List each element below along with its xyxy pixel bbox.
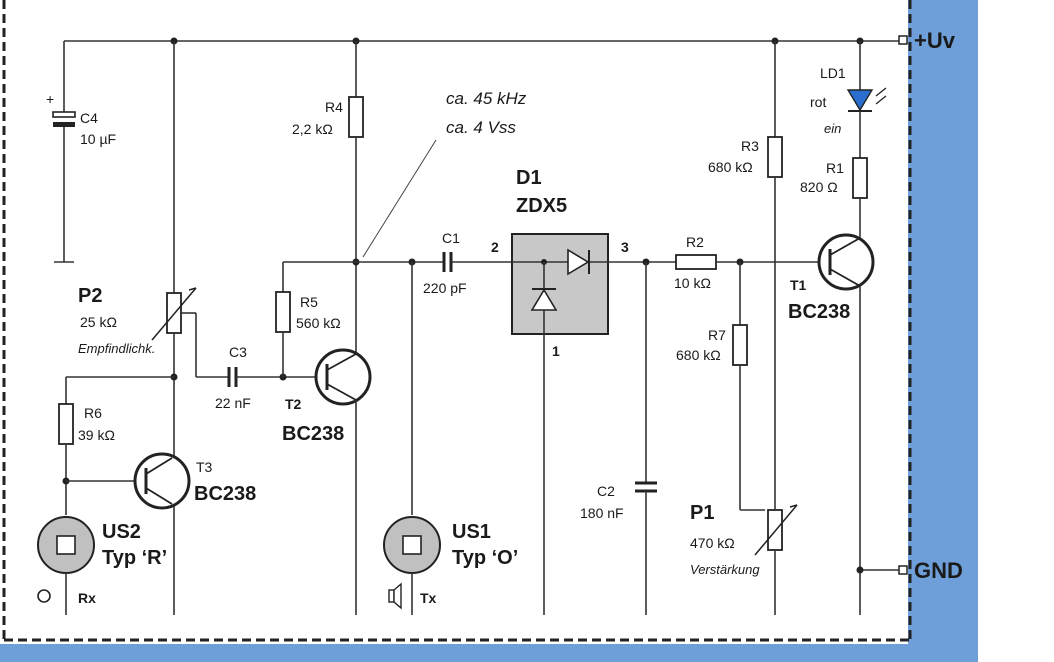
microphone-icon: [37, 589, 51, 603]
ld1-state: ein: [824, 121, 841, 136]
annotation-amplitude: ca. 4 Vss: [446, 118, 516, 137]
p1-name: P1: [690, 502, 714, 524]
r2-value: 10 kΩ: [674, 275, 711, 291]
r7-body: [732, 324, 748, 366]
c4-plate-plus: [52, 111, 76, 118]
r2-name: R2: [686, 234, 704, 250]
r1-name: R1: [826, 160, 844, 176]
t3-type: BC238: [194, 483, 256, 505]
c1-name: C1: [442, 230, 460, 246]
d1-package: [511, 233, 609, 335]
r3-value: 680 kΩ: [708, 159, 753, 175]
c2-name: C2: [597, 483, 615, 499]
d1-pin1: 1: [552, 343, 560, 359]
p2-adjust-arrow: [151, 287, 197, 341]
p1-adjust-arrow: [754, 504, 798, 556]
t2-symbol: [314, 348, 372, 406]
r2-body: [675, 254, 717, 270]
t1-name: T1: [790, 277, 807, 293]
r1-value: 820 Ω: [800, 179, 838, 195]
t2-name: T2: [285, 396, 302, 412]
d1-pin2: 2: [491, 239, 499, 255]
r7-name: R7: [708, 327, 726, 343]
us1-crystal: [402, 535, 422, 555]
ld1-ray-1: [875, 87, 887, 97]
ld1-ray-2: [875, 95, 887, 105]
p1-value: 470 kΩ: [690, 535, 735, 551]
c3-name: C3: [229, 344, 247, 360]
d1-diode-series: [567, 248, 590, 276]
d1-pin3: 3: [621, 239, 629, 255]
r3-name: R3: [741, 138, 759, 154]
r6-body: [58, 403, 74, 445]
annotation-pointer: [362, 139, 437, 258]
r5-body: [275, 291, 291, 333]
c4-value: 10 µF: [80, 131, 116, 147]
gnd-terminal: [898, 565, 908, 575]
p1-body: [767, 509, 783, 551]
vcc-terminal: [898, 35, 908, 45]
speaker-icon: [388, 589, 395, 603]
d1-type: ZDX5: [516, 195, 567, 217]
c4-plate-minus: [53, 122, 75, 127]
r3-body: [767, 136, 783, 178]
p1-note: Verstärkung: [690, 562, 760, 577]
t2-type: BC238: [282, 423, 344, 445]
gnd-label: GND: [914, 558, 963, 583]
r5-name: R5: [300, 294, 318, 310]
p2-note: Empfindlichk.: [78, 341, 155, 356]
d1-diode-shunt: [530, 288, 558, 311]
us1-name: US1: [452, 521, 491, 543]
r5-value: 560 kΩ: [296, 315, 341, 331]
r6-value: 39 kΩ: [78, 427, 115, 443]
speaker-cone: [393, 582, 402, 610]
junction: [856, 566, 864, 574]
border-blue-bottom: [0, 644, 978, 662]
t3-collector: [145, 457, 173, 475]
r7-value: 680 kΩ: [676, 347, 721, 363]
r4-name: R4: [325, 99, 343, 115]
r4-value: 2,2 kΩ: [292, 121, 333, 137]
vcc-label: +Uv: [914, 28, 956, 53]
t1-symbol: [817, 233, 875, 291]
p2-value: 25 kΩ: [80, 314, 117, 330]
c2-value: 180 nF: [580, 505, 624, 521]
ld1-led-icon: [846, 89, 874, 112]
t3-name: T3: [196, 459, 213, 475]
ld1-color: rot: [810, 94, 826, 110]
p1-arrow-head: [789, 504, 798, 508]
us1-pin: Tx: [420, 590, 437, 606]
border-blue-right: [908, 0, 978, 662]
us2-crystal: [56, 535, 76, 555]
t1-emitter: [829, 268, 861, 287]
d1-name: D1: [516, 167, 542, 189]
r4-body: [348, 96, 364, 138]
t2-emitter: [326, 383, 357, 401]
us1-type: Typ ‘O’: [452, 547, 518, 569]
t1-collector: [829, 237, 861, 256]
t3-emitter: [145, 487, 173, 505]
r1-body: [852, 157, 868, 199]
annotation-frequency: ca. 45 kHz: [446, 89, 527, 108]
p2-name: P2: [78, 285, 102, 307]
us2-type: Typ ‘R’: [102, 547, 167, 569]
t2-collector: [326, 353, 357, 371]
t1-type: BC238: [788, 301, 850, 323]
ld1-name: LD1: [820, 65, 846, 81]
c4-polarity: +: [46, 91, 54, 107]
r6-name: R6: [84, 405, 102, 421]
c3-value: 22 nF: [215, 395, 251, 411]
us2-name: US2: [102, 521, 141, 543]
c1-value: 220 pF: [423, 280, 467, 296]
us2-pin: Rx: [78, 590, 96, 606]
c4-name: C4: [80, 110, 98, 126]
t3-symbol: [133, 452, 191, 510]
p2-arrow-head: [188, 287, 197, 291]
